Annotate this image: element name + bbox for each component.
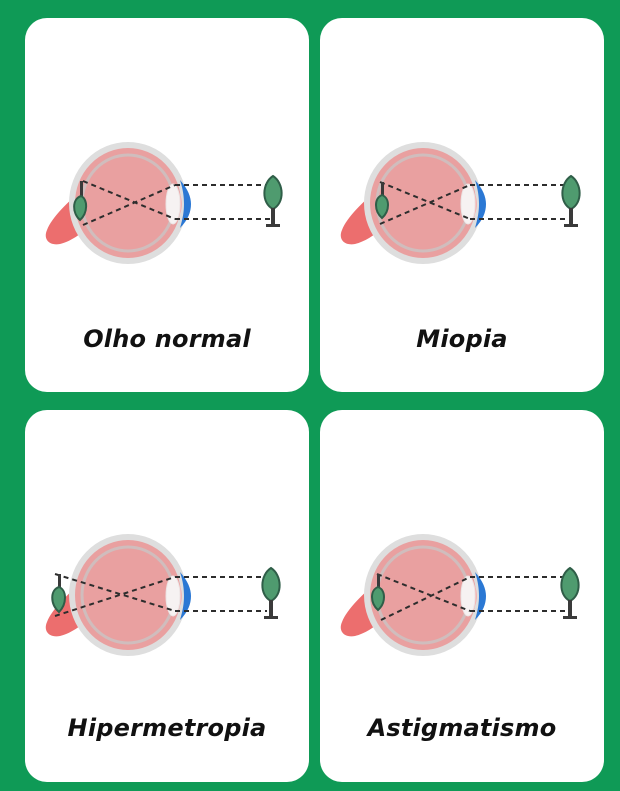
- lens-shape: [165, 575, 181, 617]
- ray-1: [379, 181, 471, 220]
- ray-1: [54, 573, 176, 612]
- card-hyperopia: Hipermetropia: [25, 410, 309, 782]
- card-label: Astigmatismo: [367, 714, 557, 742]
- inverted-tree-icon: [51, 574, 66, 614]
- lens-shape: [460, 575, 476, 617]
- card-label: Miopia: [416, 325, 508, 353]
- card-label: Hipermetropia: [67, 714, 267, 742]
- card-myopia: Miopia: [320, 18, 604, 392]
- card-label: Olho normal: [83, 325, 251, 353]
- ray-1: [82, 180, 176, 220]
- cornea-shape: [475, 180, 486, 228]
- tree-icon: [561, 174, 581, 227]
- tree-icon: [263, 174, 283, 227]
- ray-1: [376, 573, 471, 612]
- hyperopia-diagram: [45, 534, 281, 656]
- ray-2: [54, 576, 176, 617]
- lens-shape: [460, 183, 476, 225]
- card-normal-eye: Olho normal: [25, 18, 309, 392]
- astigmatism-diagram: [340, 534, 580, 656]
- cornea-shape: [475, 572, 486, 620]
- tree-icon: [261, 566, 281, 619]
- ray-2: [82, 184, 176, 226]
- inverted-tree-icon: [371, 574, 385, 612]
- ray-2: [379, 184, 471, 225]
- cornea-shape: [180, 572, 191, 620]
- myopia-diagram: [340, 142, 581, 264]
- card-astigmatism: Astigmatismo: [320, 410, 604, 782]
- cornea-shape: [180, 180, 191, 228]
- lens-shape: [165, 183, 181, 225]
- inverted-tree-icon: [73, 181, 88, 222]
- ray-2: [380, 576, 471, 621]
- normal-eye-diagram: [45, 142, 283, 264]
- inverted-tree-icon: [375, 182, 389, 220]
- tree-icon: [560, 566, 580, 619]
